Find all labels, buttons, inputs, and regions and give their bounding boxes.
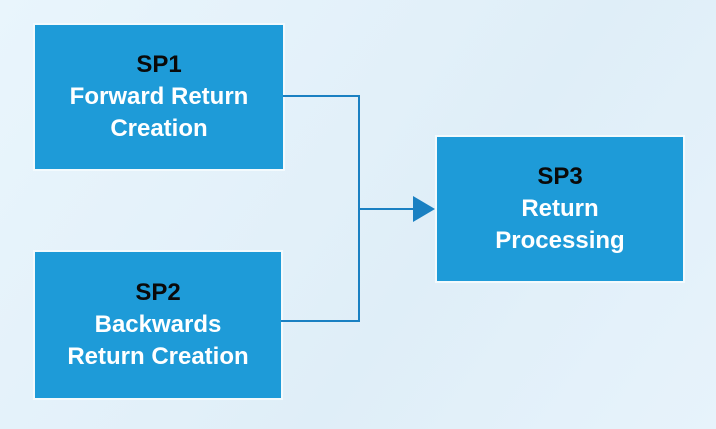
node-sp3-label-line1: Return [521, 195, 599, 222]
arrow-head-icon [413, 196, 435, 222]
node-sp1-title: SP1 [136, 51, 182, 78]
node-sp3-label-line2: Processing [495, 227, 625, 254]
node-sp2-label-line1: Backwards [94, 311, 222, 338]
node-sp1: SP1 Forward Return Creation [33, 23, 285, 171]
node-sp2: SP2 Backwards Return Creation [33, 250, 283, 400]
node-sp3: SP3 Return Processing [435, 135, 685, 283]
connector-sp2-horizontal [281, 320, 360, 322]
node-sp1-label-line1: Forward Return [69, 83, 249, 110]
node-sp3-title: SP3 [537, 163, 583, 190]
node-sp2-title: SP2 [135, 279, 181, 306]
node-sp1-label-line2: Creation [110, 115, 208, 142]
connector-arrow-shaft [359, 208, 414, 210]
node-sp2-label-line2: Return Creation [67, 343, 249, 370]
connector-sp1-horizontal [283, 95, 360, 97]
